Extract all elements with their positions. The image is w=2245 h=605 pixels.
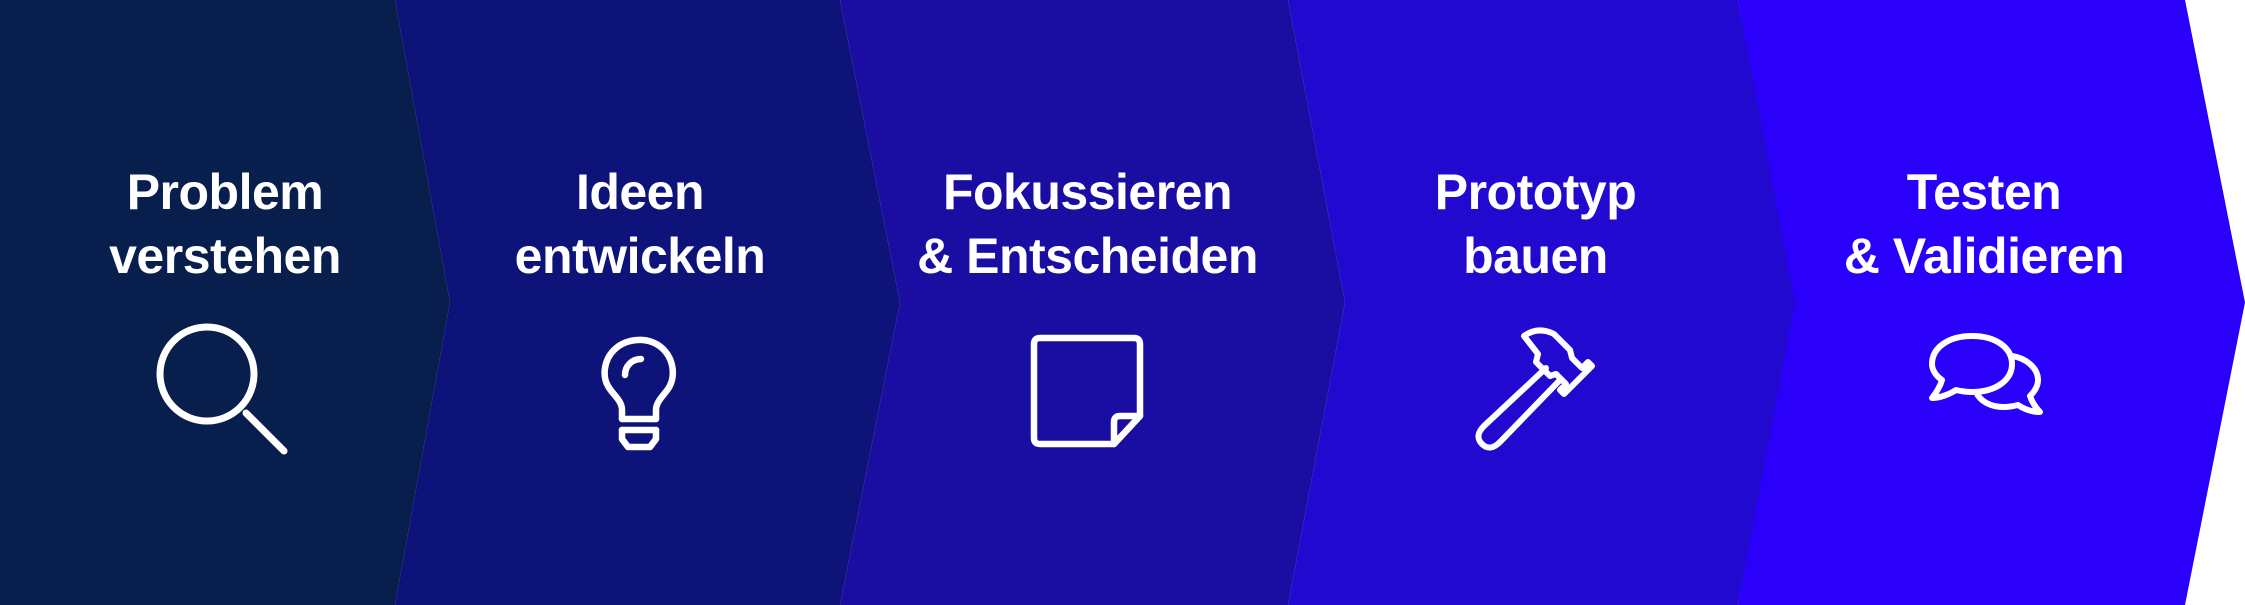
step-3-chevron bbox=[840, 0, 1345, 605]
step-2-content: Ideen entwickeln bbox=[435, 0, 845, 605]
hammer-icon bbox=[1466, 322, 1606, 462]
chat-bubbles-icon bbox=[1914, 322, 2054, 462]
step-5-title-line2: & Validieren bbox=[1843, 228, 2125, 284]
step-5-title-line1: Testen bbox=[1906, 164, 2062, 220]
step-4-title-line1: Prototyp bbox=[1434, 164, 1637, 220]
step-1-title-line1: Problem bbox=[126, 164, 324, 220]
step-1-content: Problem verstehen bbox=[0, 0, 450, 605]
step-1-title-line2: verstehen bbox=[109, 228, 341, 284]
step-3-content: Fokussieren & Entscheiden bbox=[885, 0, 1290, 605]
step-3-title-line2: & Entscheiden bbox=[917, 228, 1258, 284]
step-3-title-line1: Fokussieren bbox=[942, 164, 1233, 220]
step-3-title: Fokussieren & Entscheiden bbox=[917, 160, 1258, 288]
step-2-chevron bbox=[395, 0, 900, 605]
step-2-title: Ideen entwickeln bbox=[515, 160, 766, 288]
step-5-content: Testen & Validieren bbox=[1783, 0, 2185, 605]
step-4-shape bbox=[1288, 0, 1798, 605]
search-icon bbox=[155, 322, 295, 462]
step-fokussieren-entscheiden: Fokussieren & Entscheiden bbox=[840, 0, 1345, 605]
step-4-title-line2: bauen bbox=[1463, 228, 1608, 284]
lightbulb-icon bbox=[570, 322, 710, 462]
step-4-chevron bbox=[1288, 0, 1798, 605]
step-4-content: Prototyp bauen bbox=[1333, 0, 1738, 605]
step-2-title-line2: entwickeln bbox=[514, 228, 766, 284]
step-2-title-line1: Ideen bbox=[575, 164, 705, 220]
sticky-note-icon bbox=[1018, 322, 1158, 462]
step-1-title: Problem verstehen bbox=[109, 160, 341, 288]
step-1-shape bbox=[0, 0, 450, 605]
step-2-shape bbox=[395, 0, 900, 605]
step-3-shape bbox=[840, 0, 1345, 605]
step-5-shape bbox=[1738, 0, 2245, 605]
step-problem-verstehen: Problem verstehen bbox=[0, 0, 450, 605]
step-ideen-entwickeln: Ideen entwickeln bbox=[395, 0, 900, 605]
step-5-title: Testen & Validieren bbox=[1843, 160, 2125, 288]
step-5-chevron bbox=[1738, 0, 2245, 605]
step-testen-validieren: Testen & Validieren bbox=[1738, 0, 2245, 605]
step-1-chevron bbox=[0, 0, 450, 605]
step-prototyp-bauen: Prototyp bauen bbox=[1288, 0, 1798, 605]
step-4-title: Prototyp bauen bbox=[1435, 160, 1637, 288]
